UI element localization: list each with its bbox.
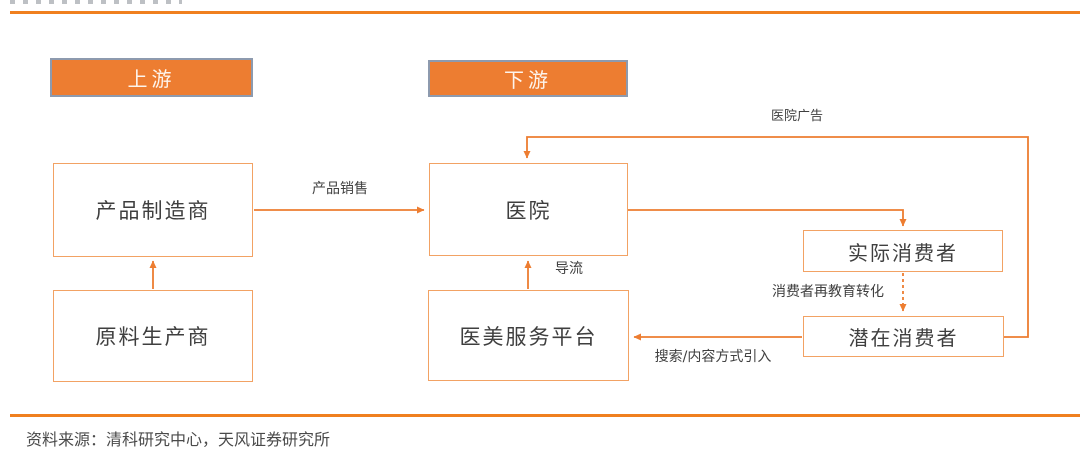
- header-downstream: 下游: [428, 60, 628, 97]
- node-actual-consumers: 实际消费者: [803, 230, 1003, 272]
- top-divider: [10, 11, 1080, 14]
- node-product-manufacturer-label: 产品制造商: [95, 199, 211, 223]
- edge-label-search-content-intro: 搜索/内容方式引入: [654, 349, 772, 365]
- edge-hospital-to-actual-arrow: [628, 209, 907, 227]
- header-upstream-label: 上游: [127, 67, 176, 91]
- node-hospital: 医院: [429, 163, 628, 256]
- header-downstream-label: 下游: [504, 68, 552, 92]
- node-potential-consumers-label: 潜在消费者: [848, 326, 959, 350]
- node-raw-material-producer-label: 原料生产商: [95, 325, 211, 349]
- edge-label-product-sales: 产品销售: [312, 181, 368, 197]
- edge-label-traffic-diversion: 导流: [555, 261, 583, 277]
- node-product-manufacturer: 产品制造商: [53, 163, 253, 257]
- edge-label-consumer-reeducation: 消费者再教育转化: [772, 284, 884, 300]
- source-note: 资料来源：清科研究中心，天风证券研究所: [26, 430, 331, 449]
- edge-hospital-ads-arrow: [523, 136, 1029, 338]
- header-upstream: 上游: [50, 58, 253, 97]
- bottom-divider: [10, 414, 1080, 417]
- node-medical-aesthetics-platform: 医美服务平台: [428, 290, 629, 381]
- node-medical-aesthetics-platform-label: 医美服务平台: [459, 324, 598, 349]
- node-hospital-label: 医院: [505, 198, 552, 223]
- node-raw-material-producer: 原料生产商: [53, 290, 253, 382]
- node-potential-consumers: 潜在消费者: [803, 316, 1004, 357]
- edge-label-hospital-ads: 医院广告: [770, 109, 823, 124]
- node-actual-consumers-label: 实际消费者: [848, 240, 958, 265]
- clipped-caption-fragment: [10, 0, 182, 4]
